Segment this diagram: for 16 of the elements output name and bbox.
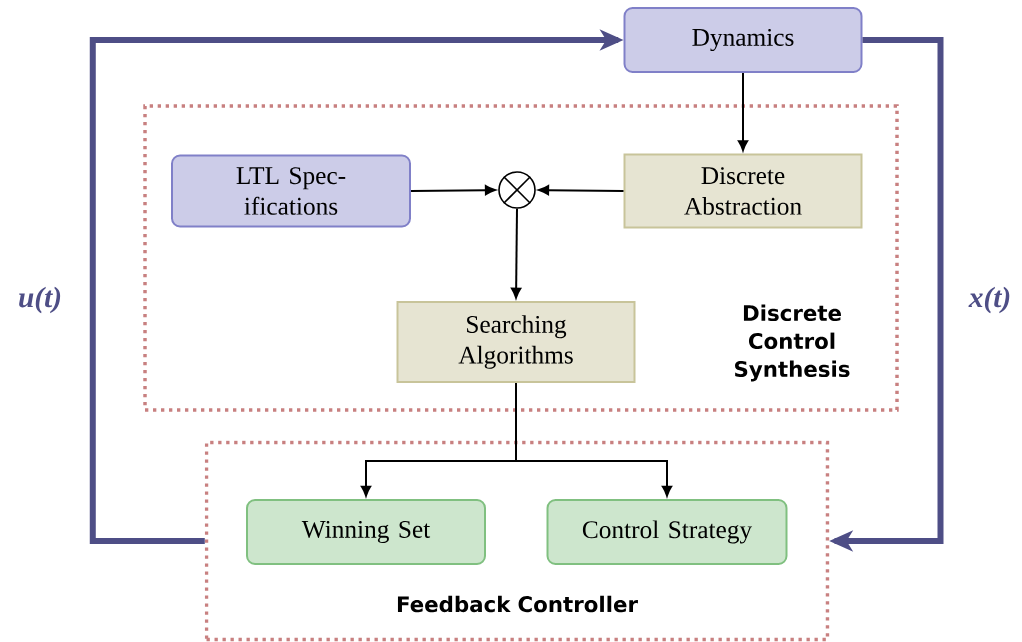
process-box: Winning Set	[246, 499, 486, 565]
arrow	[511, 207, 522, 299]
arrow	[410, 185, 496, 196]
arrow	[515, 382, 673, 497]
arrow	[829, 37, 944, 552]
process-box: Searching Algorithms	[396, 301, 636, 383]
arrow	[737, 72, 749, 151]
edge-label: x(t)	[968, 286, 1010, 314]
process-box: Discrete Abstraction	[623, 153, 863, 229]
arrow	[538, 185, 625, 196]
product-circle	[498, 171, 536, 209]
process-box: Control Strategy	[546, 499, 788, 565]
process-box: Dynamics	[623, 7, 863, 73]
process-box: LTL Spec- ifications	[171, 154, 411, 228]
arrow	[89, 29, 624, 544]
edge-label: u(t)	[19, 286, 61, 314]
